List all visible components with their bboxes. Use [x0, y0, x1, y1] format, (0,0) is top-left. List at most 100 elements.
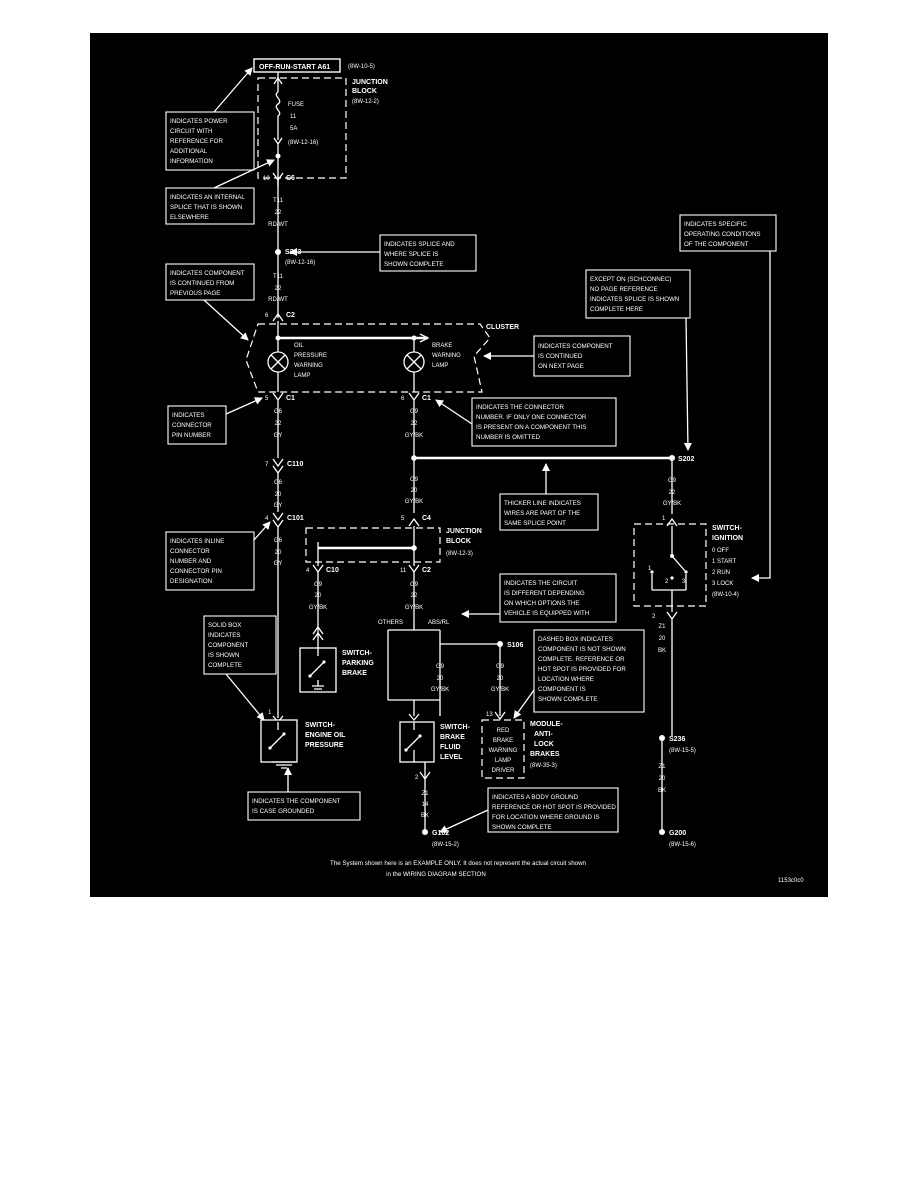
- callout-power-l4: ADDITIONAL: [170, 148, 208, 155]
- park-l1: SWITCH-: [342, 650, 373, 657]
- callout-except-l1: EXCEPT ON (SCHCONNEC): [590, 276, 671, 283]
- fluid-pin-label: 2: [415, 775, 419, 781]
- callout-pin-l3: PIN NUMBER: [172, 432, 211, 439]
- switch-brake-fluid-level: SWITCH- BRAKE FLUID LEVEL: [399, 700, 471, 763]
- wire-g6-1-color: GY: [274, 433, 283, 439]
- wire-right-color: GY/BK: [663, 501, 681, 507]
- callout-solid-l2: INDICATES: [208, 632, 241, 639]
- jb2-ref: (8W-12-3): [446, 551, 473, 557]
- lamp2-l2: WARNING: [432, 353, 461, 359]
- abs-l2: ANTI-: [534, 731, 553, 738]
- callout-op-l3: OF THE COMPONENT: [684, 241, 749, 248]
- wire-t11-upper-circuit: T11: [273, 198, 284, 204]
- callout-solid-l3: COMPONENT: [208, 642, 248, 649]
- park-l3: BRAKE: [342, 670, 367, 677]
- wire-z1-gauge: 14: [422, 802, 429, 808]
- ign-pos-1: 1: [648, 566, 652, 572]
- wire-main-color: GY/BK: [405, 605, 423, 611]
- wire-g9-1-gauge: 22: [411, 421, 418, 427]
- wire-g9-1-color: GY/BK: [405, 433, 423, 439]
- power-ref: (8W-10-5): [348, 64, 375, 70]
- callout-dashed-box: DASHED BOX INDICATES COMPONENT IS NOT SH…: [513, 629, 645, 719]
- s236-label: S236: [669, 736, 685, 743]
- wire-g6-3-circuit: G6: [274, 538, 283, 544]
- junction-block-mid: JUNCTION BLOCK (8W-12-3): [305, 526, 482, 566]
- oil-switch-pin: 1: [268, 710, 272, 716]
- c2-mid-pin: 11: [400, 568, 407, 574]
- oil-switch-l1: SWITCH-: [305, 722, 336, 729]
- abs-l4: BRAKES: [530, 751, 560, 758]
- c10-pin: 4: [306, 568, 310, 574]
- callout-diff-l1: INDICATES THE CIRCUIT: [504, 580, 578, 587]
- wire-t11-lower-circuit: T11: [273, 274, 284, 280]
- fluid-l1: SWITCH-: [440, 724, 471, 731]
- callout-solid-l1: SOLID BOX: [208, 622, 241, 629]
- c1-mid-label: C1: [422, 395, 431, 402]
- abs-inner-1: RED: [497, 728, 510, 734]
- wire-main-gauge: 22: [411, 593, 418, 599]
- callout-diff-l4: VEHICLE IS EQUIPPED WITH: [504, 610, 589, 617]
- wire-t11-upper-color: RD/WT: [268, 222, 288, 228]
- callout-continued-next: INDICATES COMPONENT IS CONTINUED ON NEXT…: [483, 335, 631, 377]
- callout-inline-l3: NUMBER AND: [170, 558, 212, 565]
- ign-l4: 1 START: [712, 559, 736, 565]
- wire-abs-color: GY/BK: [491, 687, 509, 693]
- wire-t11-lower-gauge: 22: [275, 286, 282, 292]
- wire-right2-circuit: Z1: [658, 624, 666, 630]
- callout-body-ground: INDICATES A BODY GROUND REFERENCE OR HOT…: [439, 787, 619, 833]
- callout-solid-box: SOLID BOX INDICATES COMPONENT IS SHOWN C…: [203, 615, 277, 721]
- callout-thick-l3: SAME SPLICE POINT: [504, 520, 566, 527]
- fluid-l4: LEVEL: [440, 754, 463, 761]
- callout-body-l3: FOR LOCATION WHERE GROUND IS: [492, 814, 599, 821]
- callout-next-l2: IS CONTINUED: [538, 353, 583, 360]
- callout-next-l3: ON NEXT PAGE: [538, 363, 584, 370]
- wire-z1-color: BK: [421, 813, 429, 819]
- callout-dash-l1: DASHED BOX INDICATES: [538, 636, 613, 643]
- callout-splice-complete: INDICATES SPLICE AND WHERE SPLICE IS SHO…: [289, 234, 477, 272]
- fluid-l3: FLUID: [440, 744, 461, 751]
- callout-conn-l2: NUMBER. IF ONLY ONE CONNECTOR: [476, 414, 587, 421]
- wire-right3-circuit: Z1: [658, 764, 666, 770]
- abs-ref: (8W-35-3): [530, 763, 557, 769]
- callout-except-l4: COMPLETE HERE: [590, 306, 643, 313]
- callout-from-l2: IS CONTINUED FROM: [170, 280, 234, 287]
- lamp1-l2: PRESSURE: [294, 353, 327, 359]
- figure-id: 1153c0c0: [778, 878, 804, 884]
- wire-t11-upper-gauge: 22: [275, 210, 282, 216]
- ign-ref: (8W-10-4): [712, 592, 739, 598]
- wire-right-circuit: G9: [668, 478, 677, 484]
- c4-label: C4: [422, 515, 431, 522]
- junction-block-top-line2: BLOCK: [352, 88, 377, 95]
- c1-left-label: C1: [286, 395, 295, 402]
- wire-right2-color: BK: [658, 648, 666, 654]
- wire-park-circuit: G9: [314, 582, 323, 588]
- s236-ref: (8W-15-5): [669, 748, 696, 754]
- callout-case-l1: INDICATES THE COMPONENT: [252, 798, 341, 805]
- switch-engine-oil-pressure: 1 SWITCH- ENGINE OIL PRESSURE: [260, 710, 346, 769]
- c4-pin: 5: [401, 516, 405, 522]
- callout-diff-l2: IS DIFFERENT DEPENDING: [504, 590, 585, 597]
- park-l2: PARKING: [342, 660, 374, 667]
- jb2-l2: BLOCK: [446, 538, 471, 545]
- c1-left-pin: 5: [265, 396, 269, 402]
- wire-g9-1-circuit: G9: [410, 409, 419, 415]
- wire-right3-gauge: 20: [659, 776, 666, 782]
- abs-inner-3: WARNING: [489, 748, 518, 754]
- callout-operating: INDICATES SPECIFIC OPERATING CONDITIONS …: [679, 214, 777, 582]
- callout-continued-from: INDICATES COMPONENT IS CONTINUED FROM PR…: [165, 263, 255, 341]
- callout-from-l3: PREVIOUS PAGE: [170, 290, 220, 297]
- wire-g6-3-gauge: 20: [275, 550, 282, 556]
- abs-inner-2: BRAKE: [493, 738, 513, 744]
- oil-switch-l2: ENGINE OIL: [305, 732, 346, 739]
- s106-label: S106: [507, 642, 523, 649]
- wire-t11-lower-color: RD/WT: [268, 297, 288, 303]
- callout-next-l1: INDICATES COMPONENT: [538, 343, 613, 350]
- callout-internal-l2: SPLICE THAT IS SHOWN: [170, 204, 242, 211]
- callout-pin-l1: INDICATES: [172, 412, 205, 419]
- callout-except-on: EXCEPT ON (SCHCONNEC) NO PAGE REFERENCE …: [585, 269, 692, 451]
- ign-l3: 0 OFF: [712, 548, 729, 554]
- c101-pin: 4: [265, 516, 269, 522]
- callout-op-l2: OPERATING CONDITIONS: [684, 231, 761, 238]
- wire-main-circuit: G9: [410, 582, 419, 588]
- callout-connector-number: INDICATES THE CONNECTOR NUMBER. IF ONLY …: [435, 397, 617, 447]
